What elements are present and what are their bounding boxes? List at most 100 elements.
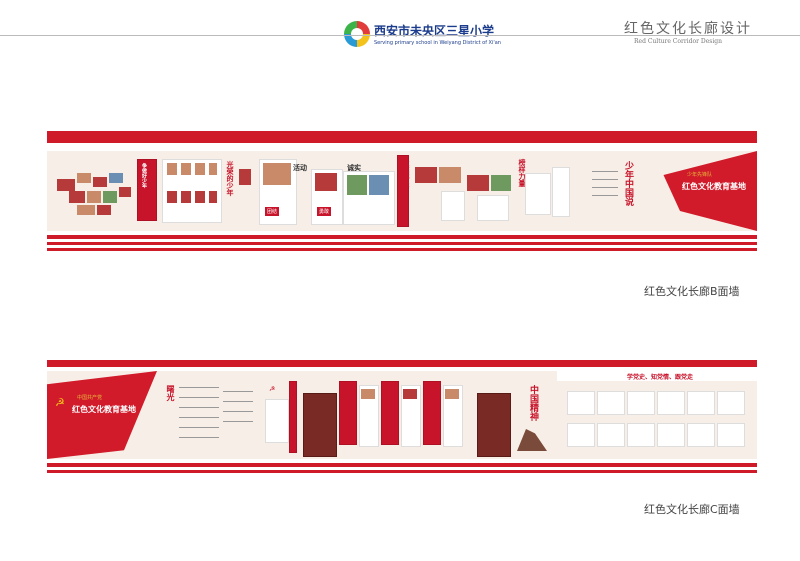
photo-frame <box>597 423 625 447</box>
document-subtitle: Red Culture Corridor Design <box>634 38 722 45</box>
section-title: 英雄榜样 <box>402 161 410 189</box>
photo <box>491 175 511 191</box>
history-panel <box>381 381 399 445</box>
text-line <box>223 401 253 402</box>
text-line <box>223 391 253 392</box>
text-panel <box>525 173 551 215</box>
photo <box>369 175 389 195</box>
portrait <box>167 191 177 203</box>
photo-frame <box>567 391 595 415</box>
red-strip <box>397 155 409 227</box>
history-panel <box>443 385 463 447</box>
party-emblem-icon: ☭ <box>55 396 65 409</box>
text-panel <box>552 167 570 217</box>
photo <box>93 177 107 187</box>
photo-frame <box>657 391 685 415</box>
portrait <box>167 163 177 175</box>
banner-title: 红色文化教育基地 <box>682 182 746 191</box>
section-title: 少年中国说 <box>623 161 633 206</box>
text-line <box>179 387 219 388</box>
photo-frame <box>627 423 655 447</box>
photo <box>439 167 461 183</box>
photo <box>57 179 75 191</box>
photo <box>77 173 91 183</box>
photo-frame <box>717 391 745 415</box>
school-name-en: Serving primary school in Weiyang Distri… <box>374 40 501 46</box>
photo-frame <box>627 391 655 415</box>
photo <box>467 175 489 191</box>
section-title: 榜样力量 <box>518 159 526 187</box>
photo <box>97 205 111 215</box>
section-title: 光荣的少年 <box>226 161 234 196</box>
wall-b-base-stripe <box>47 235 757 239</box>
photo-frame <box>687 391 715 415</box>
portrait <box>181 191 191 203</box>
photo <box>445 389 459 399</box>
banner-small-text: 中国共产党 <box>77 395 103 401</box>
text-panel <box>265 399 289 443</box>
text-panel <box>477 195 509 221</box>
tag: 团结 <box>265 207 280 216</box>
text-line <box>592 195 618 196</box>
portrait <box>181 163 191 175</box>
school-name: 西安市未央区三星小学 <box>374 24 495 38</box>
photo-frame <box>567 423 595 447</box>
photo <box>109 173 123 183</box>
banner-small-text: 少年先锋队 <box>687 172 713 178</box>
photo <box>347 175 367 195</box>
text-panel <box>441 191 465 221</box>
wall-c-base-stripe <box>47 470 757 473</box>
wall-c-caption: 红色文化长廊C面墙 <box>644 503 740 516</box>
portrait <box>195 163 205 175</box>
tag: 勇敢 <box>317 207 332 216</box>
portrait <box>195 191 205 203</box>
wall-b-base-stripe <box>47 248 757 251</box>
wall-c-banner <box>47 371 157 459</box>
history-panel <box>339 381 357 445</box>
school-logo-icon <box>344 21 370 47</box>
door <box>303 393 337 457</box>
text-line <box>179 417 219 418</box>
section-label: 活动 <box>293 164 307 172</box>
photo <box>315 173 337 191</box>
portrait <box>209 191 217 203</box>
text-line <box>179 437 219 438</box>
wall-c-base-stripe <box>47 463 757 467</box>
photo-frame <box>687 423 715 447</box>
wall-c-rendering: ☭ 中国共产党 红色文化教育基地 曙光 ☭ 中国精神 学党史、知党情、跟党走 <box>47 371 757 459</box>
photo <box>119 187 131 197</box>
text-line <box>223 421 253 422</box>
photo-frame <box>597 391 625 415</box>
text-line <box>592 187 618 188</box>
wall-b-base-stripe <box>47 242 757 245</box>
door <box>477 393 511 457</box>
banner-title: 红色文化教育基地 <box>72 405 136 414</box>
photo <box>103 191 117 203</box>
party-emblem-icon: ☭ <box>269 385 276 393</box>
photo-frame <box>657 423 685 447</box>
document-title: 红色文化长廊设计 <box>624 21 752 37</box>
header-divider <box>0 35 800 36</box>
history-panel <box>359 385 379 447</box>
wall-b-caption: 红色文化长廊B面墙 <box>644 285 740 298</box>
history-panel <box>423 381 441 445</box>
text-line <box>592 171 618 172</box>
photo-frame <box>717 423 745 447</box>
wall-b-rendering: 争做好少年 光荣的少年 团结 活动 勇敢 诚实 英雄榜样 榜样力量 少年中国说 … <box>47 151 757 231</box>
text-line <box>179 427 219 428</box>
photo <box>77 205 95 215</box>
wall-b-top-stripe <box>47 131 757 143</box>
text-line <box>223 411 253 412</box>
history-panel <box>401 385 421 447</box>
plaque-label: 争做好少年 <box>141 163 147 188</box>
slogan: 学党史、知党情、跟党走 <box>627 374 694 381</box>
portrait <box>209 163 217 175</box>
photo <box>87 191 101 203</box>
photo <box>239 169 251 185</box>
text-line <box>592 179 618 180</box>
photo <box>69 191 85 203</box>
section-title: 曙光 <box>166 385 175 401</box>
photo <box>403 389 417 399</box>
section-label: 诚实 <box>347 164 361 172</box>
red-strip <box>289 381 297 453</box>
